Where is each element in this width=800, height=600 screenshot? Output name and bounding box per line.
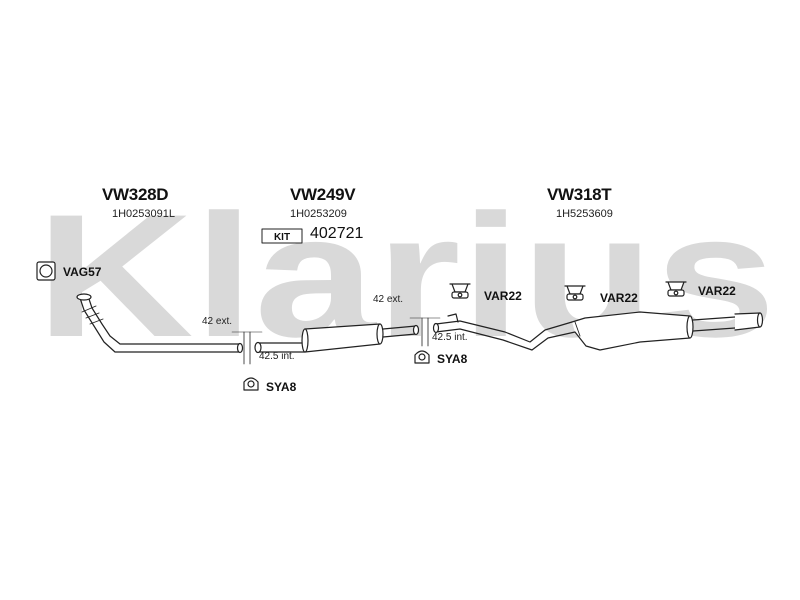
rubber-mount-icon-2 — [564, 285, 586, 301]
section-code-rear: VW318T — [547, 185, 612, 204]
part-number-front: 1H0253091L — [112, 208, 176, 220]
joint-2-ext-label: 42 ext. — [373, 294, 404, 305]
mount-label-3: VAR22 — [698, 284, 736, 298]
part-number-rear: 1H5253609 — [556, 208, 613, 220]
section-code-front: VW328D — [102, 185, 169, 204]
kit-number: 402721 — [310, 225, 364, 242]
joint-1-ext-label: 42 ext. — [202, 316, 233, 327]
joint-2-marker — [409, 317, 441, 347]
mount-label-2: VAR22 — [600, 291, 638, 305]
clamp-label-2: SYA8 — [437, 352, 468, 366]
clamp-icon-1 — [243, 377, 259, 391]
rubber-mount-icon-1 — [449, 283, 471, 299]
kit-badge: KIT — [261, 228, 303, 244]
joint-1-int-label: 42.5 int. — [259, 351, 295, 362]
rear-section — [432, 311, 764, 351]
centre-section — [254, 323, 420, 354]
joint-2-int-label: 42.5 int. — [432, 332, 468, 343]
rubber-mount-icon-3 — [665, 281, 687, 297]
kit-badge-text: KIT — [274, 232, 290, 243]
joint-1-marker — [231, 331, 263, 365]
part-number-centre: 1H0253209 — [290, 208, 347, 220]
clamp-label-1: SYA8 — [266, 380, 297, 394]
gasket-label: VAG57 — [63, 265, 102, 279]
gasket-icon — [36, 261, 56, 281]
section-code-centre: VW249V — [290, 185, 356, 204]
mount-label-1: VAR22 — [484, 289, 522, 303]
front-pipe — [76, 293, 244, 354]
clamp-icon-2 — [414, 350, 430, 364]
